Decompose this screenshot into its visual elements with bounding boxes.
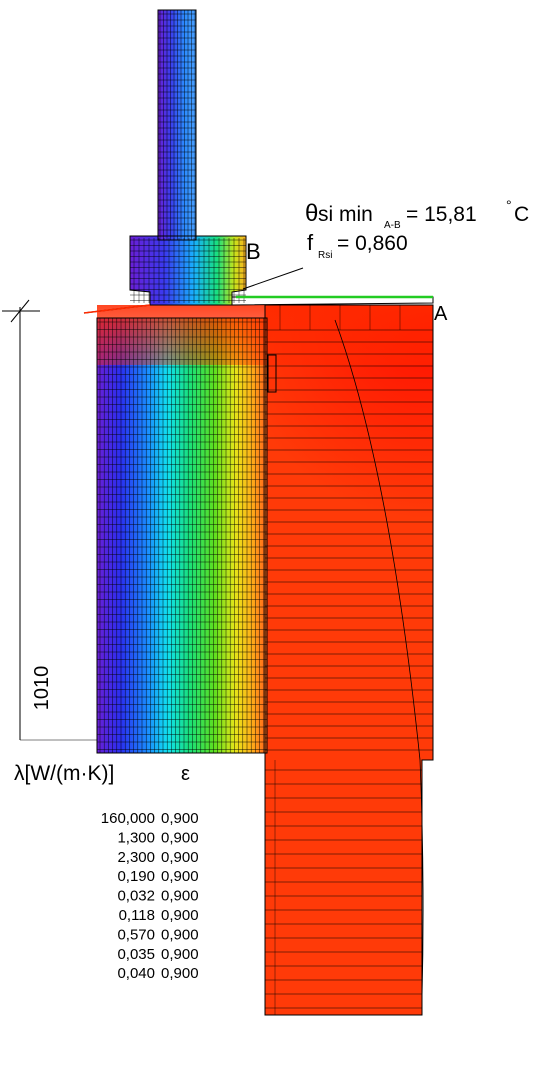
temperature-unit: C — [514, 203, 529, 226]
f-label: f — [307, 230, 314, 255]
legend-epsilon-value: 0,900 — [161, 849, 199, 866]
leader-line — [242, 267, 304, 290]
legend-lambda-value: 0,190 — [117, 868, 155, 885]
dimension-value: 1010 — [31, 666, 53, 711]
degree-mark: ° — [506, 197, 512, 213]
legend-lambda-value: 160,000 — [101, 810, 155, 827]
f-subscript: Rsi — [318, 250, 332, 261]
legend-epsilon-value: 0,900 — [161, 829, 199, 846]
legend-rows: 160,000 0,900 1,300 0,900 2,300 0,900 0,190 0,9… — [101, 810, 199, 982]
legend-lambda-value: 0,118 — [119, 907, 155, 924]
legend-epsilon-value: 0,900 — [161, 907, 199, 924]
legend-lambda-value: 1,300 — [117, 829, 155, 846]
connector-flange — [130, 236, 246, 305]
point-a-label: A — [434, 303, 448, 325]
legend-epsilon-value: 0,900 — [161, 868, 199, 885]
dimension-line — [2, 299, 97, 741]
theta-subscript: A-B — [384, 220, 401, 231]
theta-label: si min — [318, 203, 373, 226]
upper-stem — [158, 10, 196, 240]
legend-lambda-value: 0,035 — [117, 946, 155, 963]
legend-lambda-value: 0,040 — [117, 965, 155, 982]
cold-region — [97, 318, 267, 753]
legend-epsilon-value: 0,900 — [161, 810, 199, 827]
legend-lambda-value: 0,570 — [117, 926, 155, 943]
legend-epsilon-header: ε — [181, 763, 190, 785]
theta-symbol: θ — [305, 200, 318, 227]
legend-epsilon-value: 0,900 — [161, 926, 199, 943]
point-b-label: B — [246, 239, 261, 264]
legend-epsilon-value: 0,900 — [161, 946, 199, 963]
legend-lambda-value: 2,300 — [117, 849, 155, 866]
warm-region — [265, 305, 433, 1015]
legend-lambda-value: 0,032 — [117, 888, 155, 905]
legend-epsilon-value: 0,900 — [161, 965, 199, 982]
mesh-grid — [97, 10, 433, 1015]
legend-epsilon-value: 0,900 — [161, 888, 199, 905]
legend-lambda-header: λ[W/(m·K)] — [14, 762, 114, 785]
theta-value: = 15,81 — [406, 203, 477, 226]
f-value: = 0,860 — [337, 232, 408, 255]
